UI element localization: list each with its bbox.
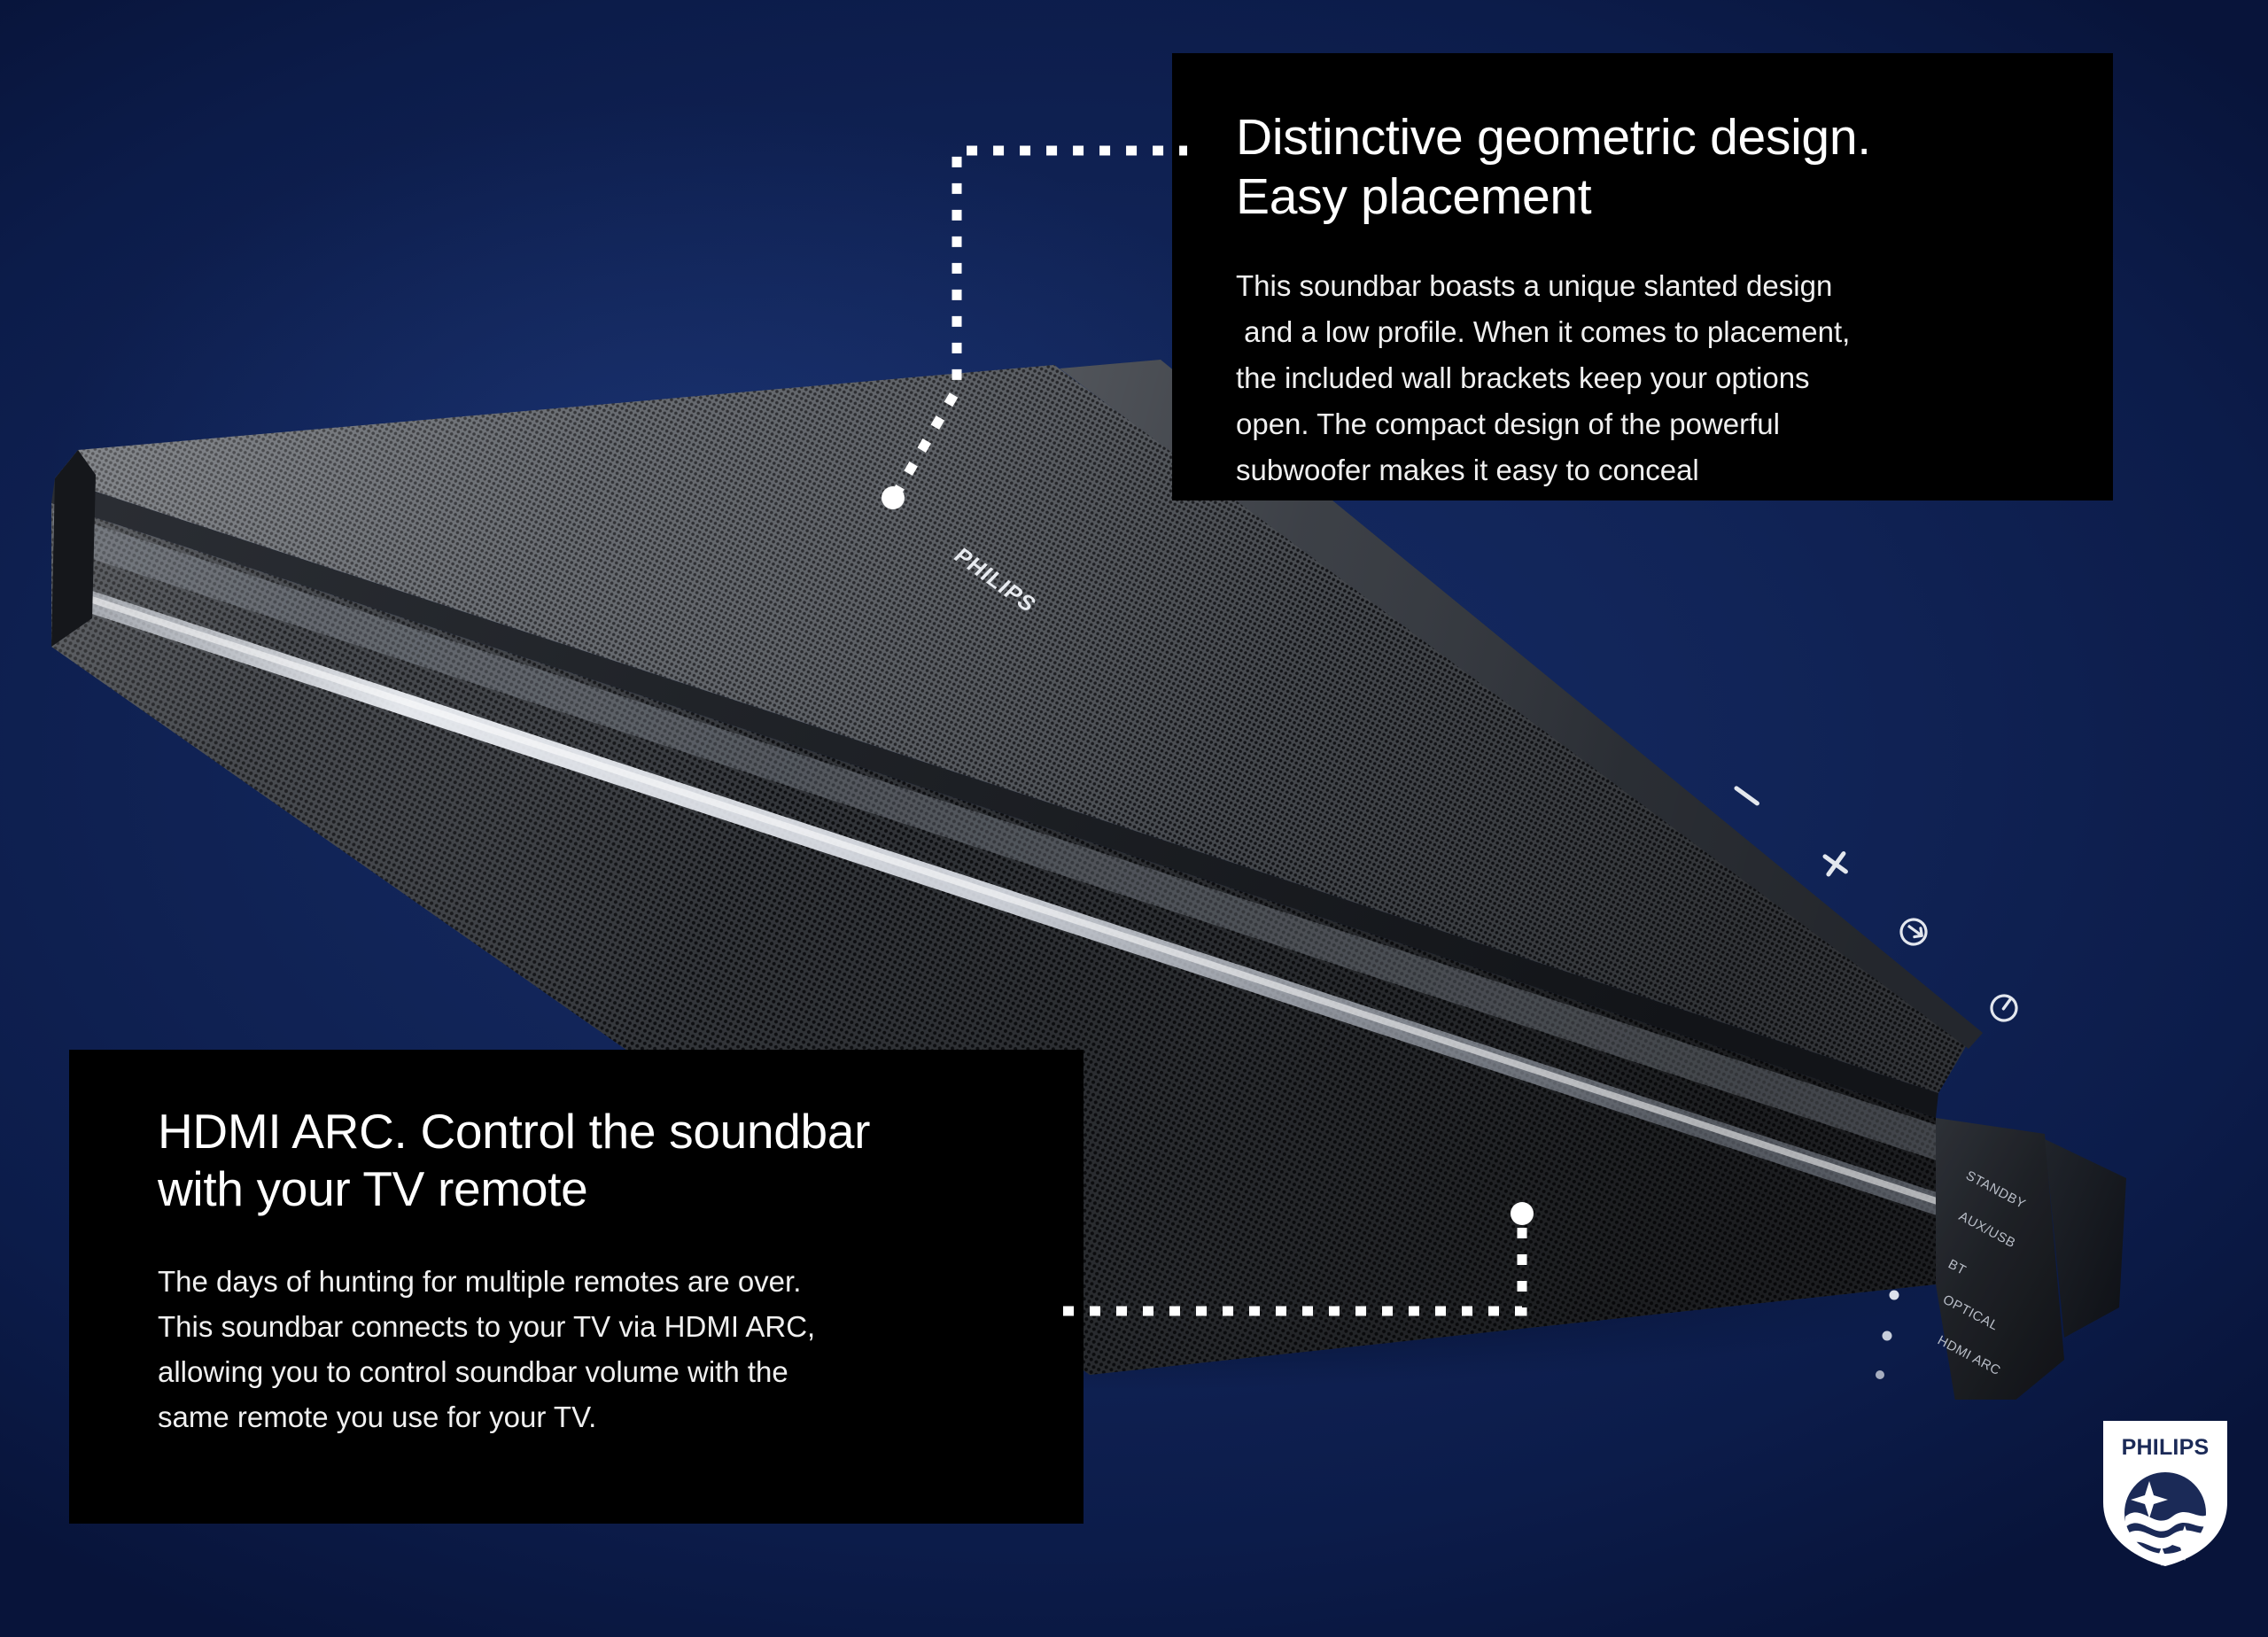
callout-design-title-line1: Distinctive geometric design. [1236,109,1871,166]
soundbar-top-surface [55,365,1969,1093]
callout-hdmi-title: HDMI ARC. Control the soundbar with your… [158,1103,1030,1218]
volume-up-button[interactable] [1821,850,1848,877]
philips-logo-wordmark: PHILIPS [2122,1435,2210,1460]
grille-sheen [53,510,1936,1160]
soundbar-right-endcap [1936,1118,2126,1400]
callout-design-body-line4: open. The compact design of the powerful [1236,407,1780,440]
soundbar-left-endcap [51,450,96,647]
callout-hdmi-body-line1: The days of hunting for multiple remotes… [158,1264,802,1298]
soundbar-touch-controls [1733,785,2021,1025]
callout-panel-hdmi-arc: HDMI ARC. Control the soundbar with your… [69,1050,1084,1524]
soundbar-front-bevel [51,478,1938,1118]
callout-panel-design: Distinctive geometric design. Easy place… [1172,53,2113,500]
callout-design-body-line1: This soundbar boasts a unique slanted de… [1236,269,1833,303]
philips-star-small [2152,1547,2171,1566]
callout-hdmi-body-line2: This soundbar connects to your TV via HD… [158,1309,816,1343]
wall-bracket-tab [2045,1139,2126,1338]
callout-design-body-line5: subwoofer makes it easy to conceal [1236,453,1699,486]
callout-hdmi-title-line2: with your TV remote [158,1160,588,1216]
volume-down-button[interactable] [1733,785,1759,806]
callout-design-body-line2: and a low profile. When it comes to plac… [1236,315,1851,349]
callout-design-title: Distinctive geometric design. Easy place… [1236,108,2060,226]
callout-design-body-line3: the included wall brackets keep your opt… [1236,361,1810,394]
source-button[interactable] [1896,914,1930,949]
callout-hdmi-body-line3: allowing you to control soundbar volume … [158,1355,788,1389]
philips-star-upper [2131,1481,2168,1518]
philips-logo: PHILIPS [2103,1421,2227,1566]
leader-line-hdmi-path [1063,1217,1527,1316]
soundbar-front-grille [51,503,1936,1375]
status-led-2 [1882,1331,1892,1341]
callout-hdmi-title-line1: HDMI ARC. Control the soundbar [158,1104,871,1159]
callout-hdmi-body: The days of hunting for multiple remotes… [158,1259,1030,1440]
philips-emblem [2124,1472,2208,1566]
callout-design-title-line2: Easy placement [1236,167,1592,225]
leader-line-hdmi [1063,1202,1534,1316]
status-led-indicators [1876,1290,1899,1379]
power-button[interactable] [1986,990,2021,1025]
philips-star-lower [2167,1525,2202,1561]
leader-line-design-path [890,145,1187,499]
status-led-1 [1889,1290,1899,1300]
leader-line-design [882,145,1187,509]
callout-design-body: This soundbar boasts a unique slanted de… [1236,263,2060,493]
grille-highlight-ridge [53,578,1936,1215]
status-led-3 [1876,1370,1884,1379]
leader-line-hdmi-endpoint [1511,1202,1534,1225]
soundbar-control-strip [1060,360,1983,1049]
callout-hdmi-body-line4: same remote you use for your TV. [158,1400,597,1434]
soundbar-product-image: PHILIPS [51,360,2126,1400]
leader-line-design-endpoint [882,486,905,509]
